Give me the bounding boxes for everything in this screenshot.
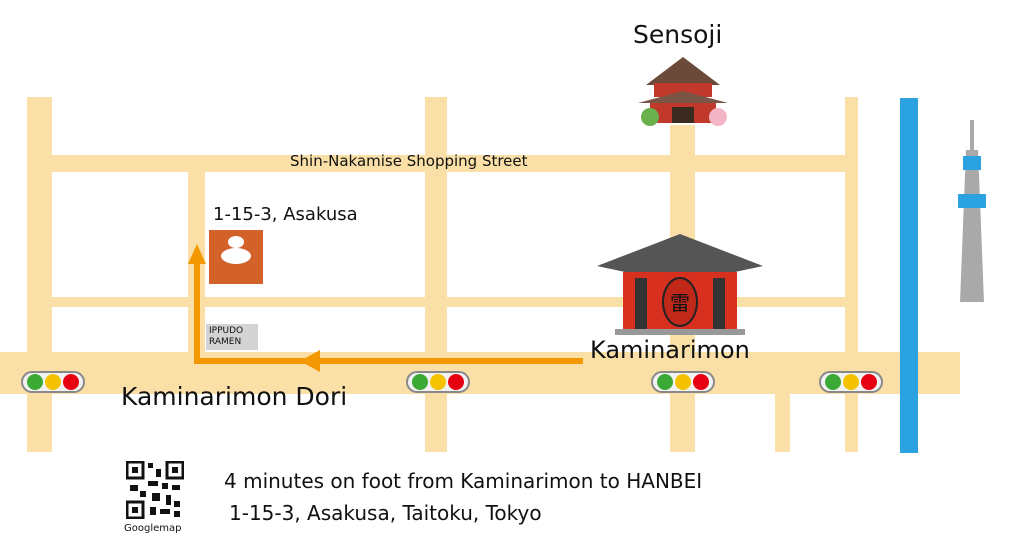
- road-middle: [52, 297, 845, 307]
- traffic-light-icon: [406, 371, 470, 393]
- qr-code-icon[interactable]: [126, 461, 184, 519]
- shopping-street-label: Shin-Nakamise Shopping Street: [290, 152, 528, 170]
- shop-logo-icon: [209, 230, 263, 284]
- river: [900, 98, 918, 453]
- traffic-light-icon: [21, 371, 85, 393]
- temple-label: Sensoji: [633, 20, 723, 49]
- road-stub: [775, 390, 790, 452]
- qr-caption: Googlemap: [124, 523, 182, 534]
- directions-text: 4 minutes on foot from Kaminarimon to HA…: [224, 469, 703, 493]
- main-road-label: Kaminarimon Dori: [121, 382, 348, 411]
- tower-icon: [958, 120, 986, 302]
- traffic-light-icon: [819, 371, 883, 393]
- shop-address-label: 1-15-3, Asakusa: [213, 204, 358, 225]
- gate-label: Kaminarimon: [590, 336, 750, 364]
- gate-icon: 雷: [597, 234, 763, 335]
- full-address: 1-15-3, Asakusa, Taitoku, Tokyo: [229, 501, 542, 525]
- road-shin-nakamise: [27, 155, 858, 172]
- temple-icon: [638, 57, 728, 126]
- ramen-landmark: IPPUDO RAMEN: [206, 324, 258, 350]
- svg-text:雷: 雷: [670, 291, 690, 315]
- traffic-light-icon: [651, 371, 715, 393]
